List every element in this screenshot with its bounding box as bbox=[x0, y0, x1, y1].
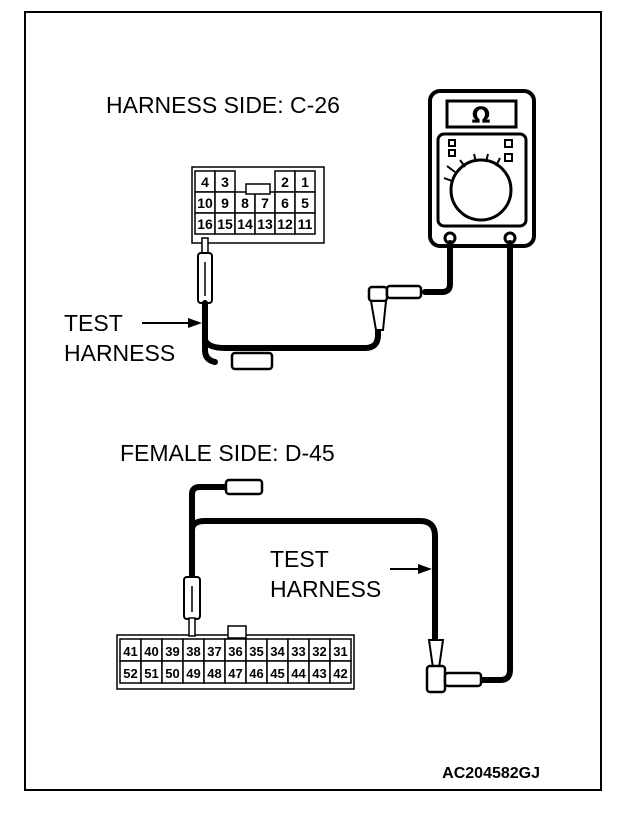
d45-pin-label: 51 bbox=[144, 666, 158, 681]
c26-pin-cell bbox=[294, 212, 316, 235]
d45-pin-label: 52 bbox=[123, 666, 137, 681]
ohm-symbol: Ω bbox=[472, 104, 491, 129]
c26-pin-label: 15 bbox=[217, 216, 233, 232]
c26-pin-label: 3 bbox=[221, 174, 229, 190]
c26-pin-label: 6 bbox=[281, 195, 289, 211]
d45-pin-label: 37 bbox=[207, 644, 221, 659]
ohmmeter: Ω bbox=[428, 89, 536, 248]
d45-pin-label: 35 bbox=[249, 644, 263, 659]
d45-pin-label: 36 bbox=[228, 644, 242, 659]
d45-pin-label: 40 bbox=[144, 644, 158, 659]
d45-pin-label: 44 bbox=[291, 666, 306, 681]
meter-lead-right bbox=[477, 240, 513, 683]
harness-end-connector-upper bbox=[230, 351, 274, 371]
c26-pin-label: 12 bbox=[277, 216, 293, 232]
arrow-2 bbox=[390, 564, 432, 574]
d45-pin-label: 45 bbox=[270, 666, 284, 681]
test-harness-label-1-line1: TEST bbox=[64, 310, 123, 336]
diagram-frame bbox=[24, 11, 602, 791]
d45-pin-label: 42 bbox=[333, 666, 347, 681]
ohmmeter-dial bbox=[449, 158, 513, 222]
c26-pin-label: 8 bbox=[241, 195, 249, 211]
female-side-label: FEMALE SIDE: D-45 bbox=[120, 440, 335, 466]
test-harness-lower bbox=[183, 478, 483, 694]
harness-side-label: HARNESS SIDE: C-26 bbox=[106, 92, 340, 118]
d45-pin-label: 46 bbox=[249, 666, 263, 681]
test-harness-label-2-line2: HARNESS bbox=[270, 576, 381, 602]
test-harness-label-2-line1: TEST bbox=[270, 546, 329, 572]
connector-d45: 41 40 39 38 37 36 35 34 33 32 31 52 51 50 49 48 47 46 45 44… bbox=[116, 625, 355, 690]
c26-pin-label: 11 bbox=[298, 216, 313, 232]
harness-end-connector-lower bbox=[224, 478, 264, 496]
c26-pin-label: 13 bbox=[257, 216, 273, 232]
figure-code: AC204582GJ bbox=[442, 765, 540, 782]
c26-pin-label: 4 bbox=[201, 174, 209, 190]
d45-pin-label: 50 bbox=[165, 666, 179, 681]
d45-pin-label: 32 bbox=[312, 644, 326, 659]
test-harness-upper bbox=[197, 237, 423, 371]
d45-pin-label: 39 bbox=[165, 644, 179, 659]
d45-pin-label: 48 bbox=[207, 666, 221, 681]
c26-pin-label: 2 bbox=[281, 174, 289, 190]
d45-pin-label: 38 bbox=[186, 644, 200, 659]
c26-pin-label: 10 bbox=[197, 195, 213, 211]
d45-pin-label: 41 bbox=[123, 644, 137, 659]
c26-pin-label: 5 bbox=[301, 195, 309, 211]
d45-pin-label: 43 bbox=[312, 666, 326, 681]
c26-pin-label: 14 bbox=[237, 216, 253, 232]
test-harness-label-1-line2: HARNESS bbox=[64, 340, 175, 366]
c26-pin-label: 9 bbox=[221, 195, 229, 211]
c26-pin-label: 7 bbox=[261, 195, 269, 211]
arrow-1 bbox=[142, 318, 202, 328]
c26-pin-label: 16 bbox=[197, 216, 213, 232]
d45-pin-label: 33 bbox=[291, 644, 305, 659]
meter-lead-left bbox=[422, 240, 453, 295]
ohmmeter-display bbox=[445, 99, 518, 129]
d45-pin-label: 49 bbox=[186, 666, 200, 681]
c26-pin-label: 1 bbox=[301, 174, 309, 190]
d45-pin-label: 47 bbox=[228, 666, 242, 681]
d45-pin-cell bbox=[329, 660, 352, 684]
d45-pin-label: 34 bbox=[270, 644, 285, 659]
d45-pin-label: 31 bbox=[333, 644, 347, 659]
